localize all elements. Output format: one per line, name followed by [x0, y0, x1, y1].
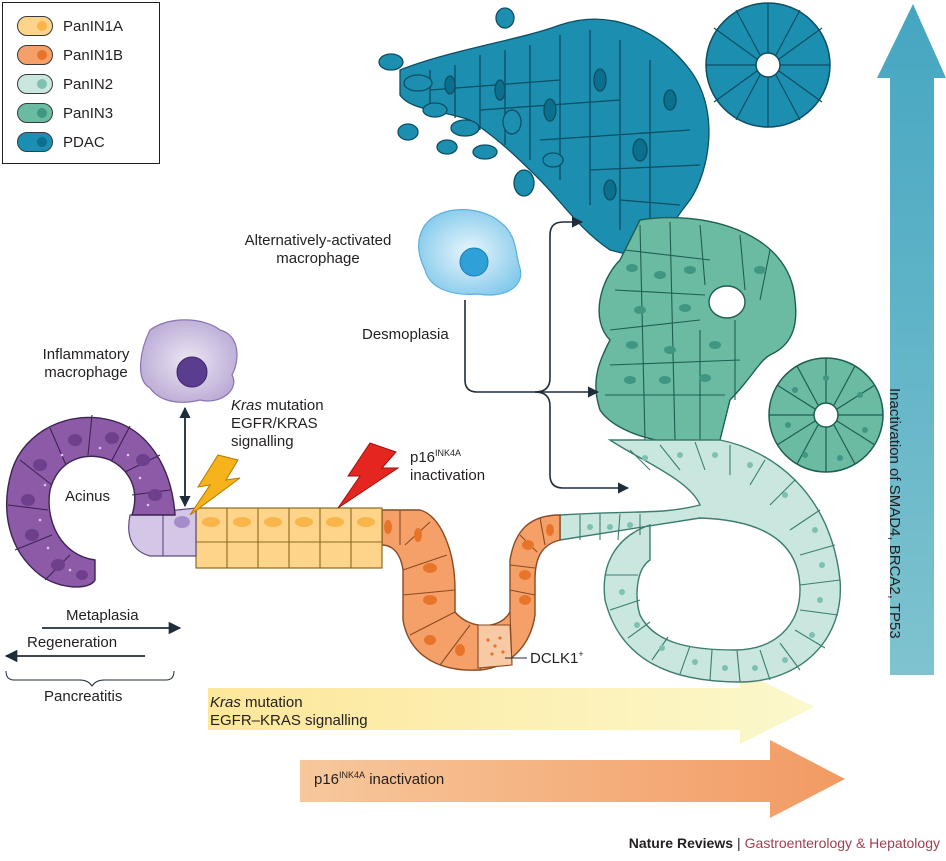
arrow1-line2: EGFR–KRAS signalling: [210, 712, 368, 729]
pdac-tumour: [399, 18, 710, 261]
legend-item-panin1b: PanIN1B: [17, 44, 123, 66]
kras-lightning-bolt: [189, 454, 241, 516]
panin1b-duct: [381, 509, 561, 671]
legend-label: PDAC: [63, 133, 105, 151]
journal-subject: Gastroenterology & Hepatology: [744, 835, 940, 851]
legend-label: PanIN1A: [63, 17, 124, 35]
panin2-duct: [559, 439, 842, 683]
inflammatory-macrophage-label: Inflammatory macrophage: [42, 346, 130, 381]
smad4-brca2-tp53-arrow: [877, 4, 946, 675]
kras-mutation-label: Kras mutation: [231, 397, 324, 415]
arrow2-p16: p16: [314, 771, 340, 788]
footer-separator: |: [737, 835, 741, 851]
panin1a-swatch: [17, 16, 53, 36]
arrow2-label: p16INK4A inactivation: [314, 771, 444, 789]
metaplasia-regeneration-arrows: [4, 621, 182, 663]
acinus: [6, 414, 176, 588]
arrow1-kras-rest: mutation: [240, 694, 303, 711]
legend-label: PanIN1B: [63, 46, 124, 64]
arrow2-rest: inactivation: [365, 771, 445, 788]
panin1a-duct: [195, 507, 383, 569]
panin3-gland-ring: [768, 357, 884, 473]
legend-label: PanIN3: [63, 104, 114, 122]
dclk1-label: DCLK1+: [530, 650, 584, 668]
arrow1-kras-italic: Kras: [210, 694, 241, 711]
legend-item-pdac: PDAC: [17, 131, 105, 153]
dclk1-sup: +: [578, 649, 584, 659]
p16-text: p16: [410, 449, 436, 466]
arrow1-line1: Kras mutation: [210, 694, 303, 712]
desmoplasia-arrows: [464, 216, 630, 494]
pancreatitis-bracket: [5, 670, 175, 687]
metaplasia-label: Metaplasia: [66, 607, 139, 624]
panin3-duct: [595, 216, 797, 445]
p16-progression-arrow: [300, 740, 845, 818]
p16-label: p16INK4A: [410, 449, 461, 467]
smad4-brca2-tp53-label: Inactivation of SMAD4, BRCA2, TP53: [886, 388, 903, 639]
legend-label: PanIN2: [63, 75, 114, 93]
pdac-fragments: [378, 7, 564, 197]
legend-item-panin3: PanIN3: [17, 102, 113, 124]
legend: PanIN1A PanIN1B PanIN2 PanIN3 PDAC: [2, 2, 160, 164]
metaplastic-cells: [128, 507, 197, 557]
acinus-label: Acinus: [65, 488, 111, 505]
signalling-label: signalling: [231, 433, 294, 450]
kras-italic: Kras: [231, 397, 262, 414]
pdac-gland-ring: [705, 2, 831, 128]
panin2-swatch: [17, 74, 53, 94]
regeneration-label: Regeneration: [27, 634, 118, 651]
kras-rest: mutation: [261, 397, 324, 414]
panin3-swatch: [17, 103, 53, 123]
alt-macrophage-label: Alternatively-activated macrophage: [244, 232, 392, 267]
p16-sup: INK4A: [435, 448, 462, 458]
legend-item-panin2: PanIN2: [17, 73, 113, 95]
legend-item-panin1a: PanIN1A: [17, 15, 123, 37]
desmoplasia-label: Desmoplasia: [362, 326, 449, 343]
p16-inactivation-label: inactivation: [410, 467, 486, 484]
inflammatory-macrophage: [139, 319, 238, 403]
alternatively-activated-macrophage: [418, 209, 522, 296]
pancreatitis-label: Pancreatitis: [44, 688, 123, 705]
journal-name: Nature Reviews: [628, 835, 734, 851]
arrow2-sup: INK4A: [339, 770, 366, 780]
dclk1-text: DCLK1: [530, 650, 579, 667]
panin1b-swatch: [17, 45, 53, 65]
egfr-kras-label: EGFR/KRAS: [231, 415, 318, 432]
kras-progression-arrow: [208, 670, 814, 744]
journal-footer: Nature Reviews|Gastroenterology & Hepato…: [629, 835, 940, 851]
pdac-swatch: [17, 132, 53, 152]
p16-lightning-bolt: [337, 442, 400, 509]
